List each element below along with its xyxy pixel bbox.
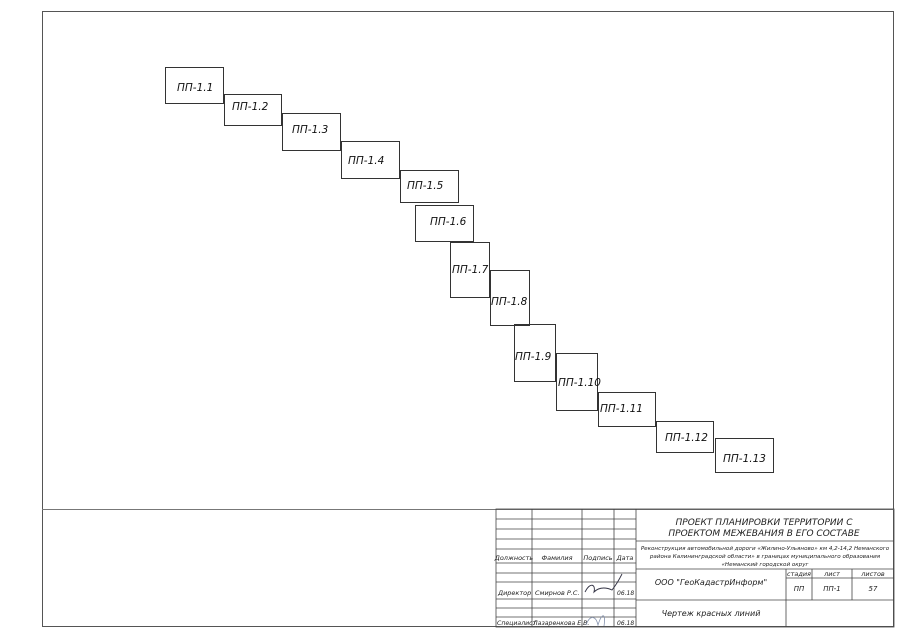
sheet-frame [556,353,598,411]
project-title-line2: ПРОЕКТОМ МЕЖЕВАНИЯ В ЕГО СОСТАВЕ [668,529,860,539]
sheets-value: 57 [869,585,878,593]
row1-surname: Смирнов Р.С. [535,589,580,597]
sheet-label: ПП-1.4 [348,155,385,167]
row2-date: 06.18 [617,620,634,627]
sheet-frame [224,94,282,126]
sheet-frame [415,205,474,242]
sheet-label: ПП-1.7 [452,264,489,276]
sheet-frame [656,421,714,453]
column-header-position: Должность [494,554,534,562]
sheet-label: ПП-1.1 [177,82,214,94]
signature-director [584,573,623,594]
sheet-frame [450,242,490,298]
description-line3: «Неманский городской округ [721,562,808,568]
sheets-header: листов [860,570,885,578]
sheet-frame [715,438,774,473]
sheet-label: ПП-1.2 [232,101,269,113]
sheet-value: ПП-1 [823,585,841,593]
sheet-frame [165,67,224,104]
sheet-label: ПП-1.5 [407,180,444,192]
row2-surname: Лазаренкова Е.В. [532,620,589,627]
sheet-label: ПП-1.10 [558,377,601,389]
description-line2: района Калининградской области» в границ… [649,554,881,560]
sheet-frame [514,324,556,382]
signature-specialist [585,615,605,627]
sheet-frame [400,170,459,203]
row2-position: Специалист [497,620,537,627]
sheet-label: ПП-1.9 [515,351,552,363]
column-header-surname: Фамилия [542,554,573,562]
sheet-frame [598,392,656,427]
sheet-label: ПП-1.8 [491,296,528,308]
sheet-frame [282,113,341,151]
drawing-frame [42,11,894,627]
sheet-label: ПП-1.3 [292,124,329,136]
company-name: ООО "ГеоКадастрИнформ" [655,578,767,587]
sheet-label: ПП-1.11 [600,403,643,415]
stage-value: ПП [794,585,805,593]
sheet-frame [490,270,530,326]
drawing-name: Чертеж красных линий [662,609,761,618]
title-block-divider [42,509,894,510]
sheet-label: ПП-1.13 [723,453,766,465]
sheet-label: ПП-1.12 [665,432,708,444]
sheet-label: ПП-1.6 [430,216,467,228]
row1-date: 06.18 [617,590,634,597]
sheet-frame [341,141,400,179]
sheet-header: лист [823,570,840,578]
column-header-signature: Подпись [583,554,612,562]
row1-position: Директор [497,589,531,597]
description-line1: Реконструкция автомобильной дороги «Жили… [641,546,890,552]
project-title-line1: ПРОЕКТ ПЛАНИРОВКИ ТЕРРИТОРИИ С [676,518,854,528]
stage-header: стадия [787,570,811,578]
column-header-date: Дата [616,554,634,562]
